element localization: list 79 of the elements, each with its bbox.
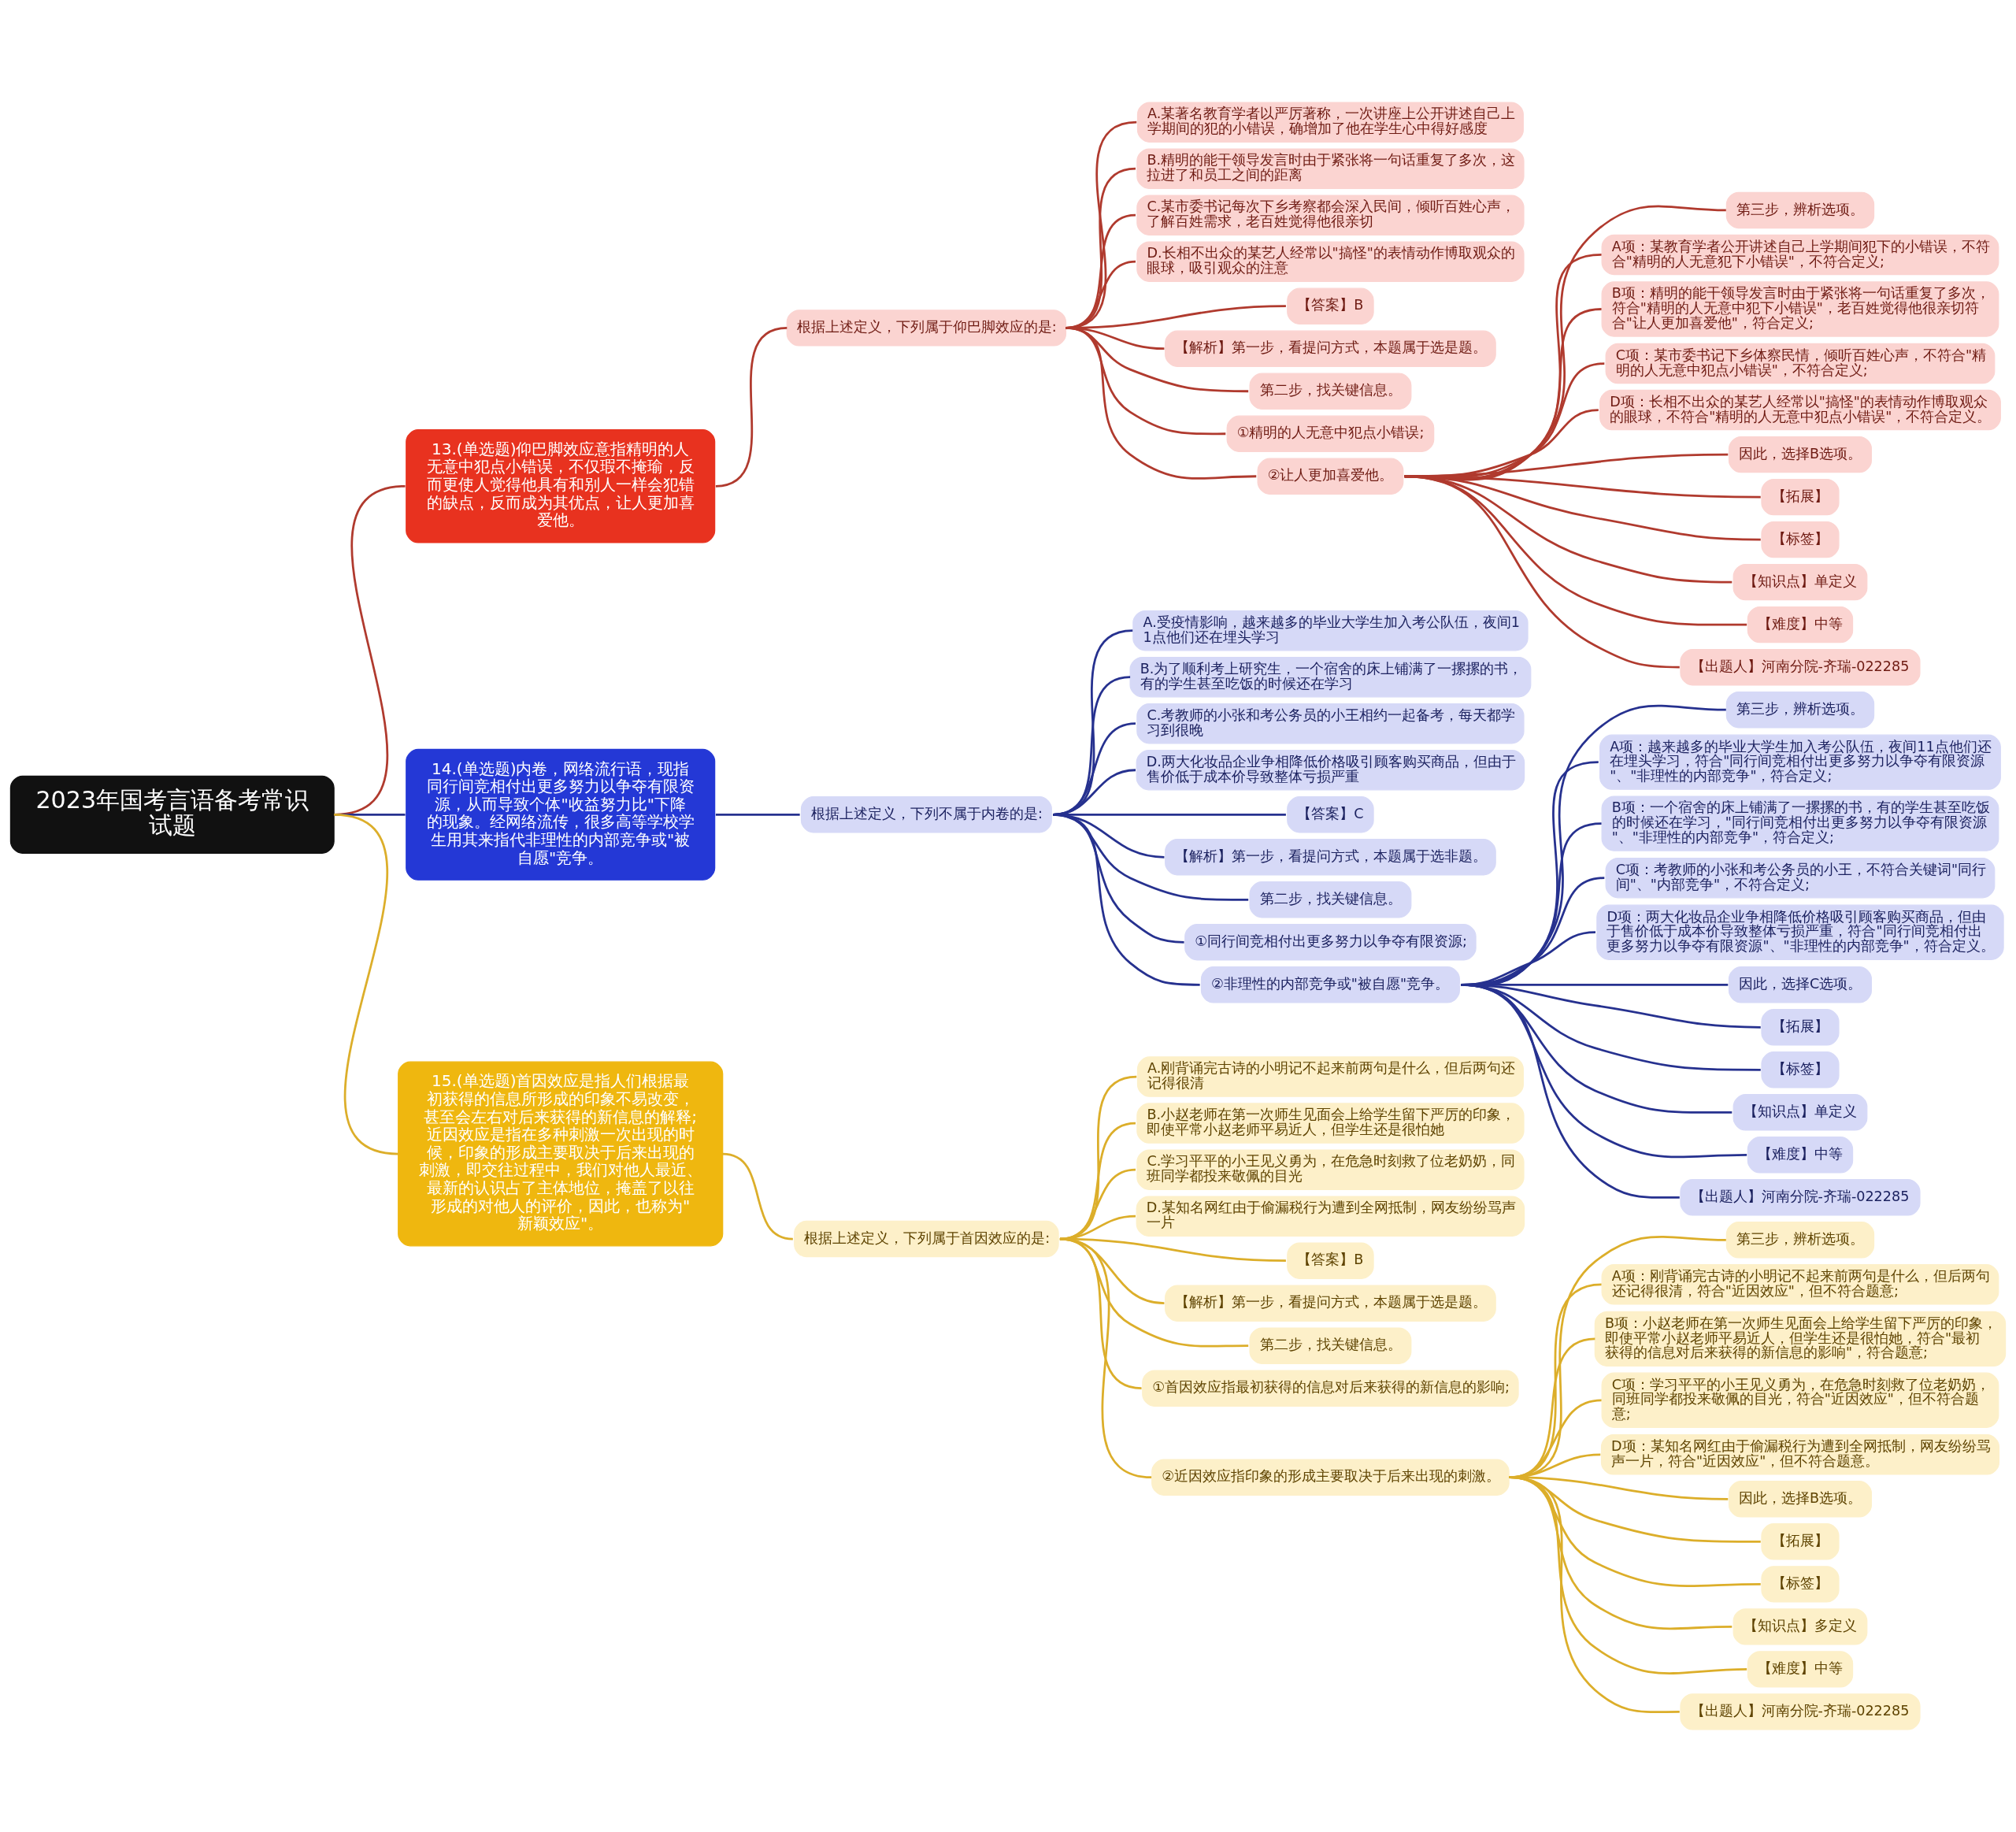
connector bbox=[1065, 327, 1257, 480]
node-box: C项：某市委书记下乡体察民情，倾听百姓心声，不符合"精明的人无意中犯点小错误"，不符合定义; bbox=[1605, 343, 1996, 384]
node-box: 【标签】 bbox=[1761, 1051, 1840, 1088]
node-box: 13.(单选题)仰巴脚效应意指精明的人无意中犯点小错误，不仅瑕不掩瑜，反而更使人觉得他具有和别人一样会犯错的缺点，反而成为其优点，让人更加喜爱他。 bbox=[406, 429, 716, 543]
node-box: ②近因效应指印象的形成主要取决于后来出现的刺激。 bbox=[1151, 1459, 1510, 1496]
node-box: B项：一个宿舍的床上铺满了一摞摞的书，有的学生甚至吃饭的时候还在学习，"同行间竞相付出更多努力以争夺有限资源"、"非理性的内部竞争"，符合定义; bbox=[1601, 795, 1999, 851]
node-box: 【拓展】 bbox=[1761, 1523, 1840, 1560]
node-box: ①首因效应指最初获得的信息对后来获得的新信息的影响; bbox=[1142, 1370, 1519, 1407]
node-box: 14.(单选题)内卷，网络流行语，现指同行间竞相付出更多努力以争夺有限资源，从而导致个体"收益努力比"下降的现象。经网络流传，很多高等学校学生用其来指代非理性的内部竞争或"被自愿"竞争。 bbox=[406, 748, 716, 881]
connector bbox=[722, 1152, 794, 1240]
node-box: D项：长相不出众的某艺人经常以"搞怪"的表情动作博取观众的眼球，不符合"精明的人无意中犯点小错误"，不符合定义。 bbox=[1599, 389, 2001, 431]
node-box: D.长相不出众的某艺人经常以"搞怪"的表情动作博取观众的眼球，吸引观众的注意 bbox=[1136, 241, 1525, 282]
node-box: 【答案】B bbox=[1287, 287, 1374, 324]
node-box: 第三步，辨析选项。 bbox=[1725, 191, 1875, 229]
node-box: 【解析】第一步，看提问方式，本题属于选是题。 bbox=[1165, 330, 1496, 367]
node-box: 第三步，辨析选项。 bbox=[1725, 691, 1875, 729]
node-box: 根据上述定义，下列不属于内卷的是: bbox=[800, 796, 1052, 833]
node-box: 第二步，找关键信息。 bbox=[1249, 373, 1412, 410]
node-box: 第三步，辨析选项。 bbox=[1725, 1222, 1875, 1259]
node-box: 【出题人】河南分院-齐瑞-022285 bbox=[1680, 648, 1921, 686]
node-box: B.小赵老师在第一次师生见面会上给学生留下严厉的印象，即使平常小赵老师平易近人，但学生还是很怕她 bbox=[1136, 1103, 1525, 1144]
node-box: 【解析】第一步，看提问方式，本题属于选是题。 bbox=[1165, 1285, 1496, 1322]
node-box: 因此，选择C选项。 bbox=[1728, 966, 1873, 1003]
node-box: A项：越来越多的毕业大学生加入考公队伍，夜间11点他们还在埋头学习，符合"同行间竞相付出更多努力以争夺有限资源"、"非理性的内部竞争"，符合定义; bbox=[1599, 734, 2001, 790]
node-box: 【解析】第一步，看提问方式，本题属于选非题。 bbox=[1165, 839, 1496, 876]
node-box: 【拓展】 bbox=[1761, 478, 1840, 516]
node-box: 第二步，找关键信息。 bbox=[1249, 881, 1412, 918]
node-box: C.学习平平的小王见义勇为，在危急时刻救了位老奶奶，同班同学都投来敬佩的目光 bbox=[1136, 1149, 1525, 1190]
node-box: 【知识点】单定义 bbox=[1732, 1094, 1868, 1131]
node-box: C项：学习平平的小王见义勇为，在危急时刻救了位老奶奶，同班同学都投来敬佩的目光，符合"近因效应"，但不符合题意; bbox=[1601, 1372, 1999, 1428]
node-box: A项：某教育学者公开讲述自己上学期间犯下的小错误，不符合"精明的人无意犯下小错误"，不符合定义; bbox=[1601, 234, 1999, 276]
node-box: C.考教师的小张和考公务员的小王相约一起备考，每天都学习到很晚 bbox=[1136, 703, 1525, 744]
node-box: ②非理性的内部竞争或"被自愿"竞争。 bbox=[1200, 966, 1460, 1003]
node-box: A.受疫情影响，越来越多的毕业大学生加入考公队伍，夜间11点他们还在埋头学习 bbox=[1132, 610, 1529, 651]
node-box: A项：刚背诵完古诗的小明记不起来前两句是什么，但后两句还记得很清，符合"近因效应"，但不符合题意; bbox=[1601, 1264, 1999, 1305]
connector bbox=[1052, 813, 1200, 986]
connector bbox=[1509, 1476, 1680, 1713]
node-box: 【难度】中等 bbox=[1747, 606, 1854, 643]
connector bbox=[715, 327, 788, 488]
node-box: B项：小赵老师在第一次师生见面会上给学生留下严厉的印象，即使平常小赵老师平易近人，但学生还是很怕她，符合"最初获得的信息对后来获得的新信息的影响"，符合题意; bbox=[1594, 1311, 2007, 1367]
node-box: 第二步，找关键信息。 bbox=[1249, 1327, 1412, 1364]
node-box: D项：两大化妆品企业争相降低价格吸引顾客购买商品，但由于售价低于成本价导致整体亏损严重，符合"同行间竞相付出更多努力以争夺有限资源"、"非理性的内部竞争"，符合定义。 bbox=[1596, 904, 2004, 960]
connector bbox=[1059, 1237, 1152, 1479]
node-box: B项：精明的能干领导发言时由于紧张将一句话重复了多次，符合"精明的人无意中犯下小错误"，老百姓觉得他很亲切符合"让人更加喜爱他"，符合定义; bbox=[1601, 281, 1999, 337]
node-box: 15.(单选题)首因效应是指人们根据最初获得的信息所形成的印象不易改变，甚至会左右对后来获得的新信息的解释;近因效应是指在多种刺激一次出现的时候，印象的形成主要取决于后来出现的刺激，即交往过程中，我们对他人最近、最新的认识占了主体地位，掩盖了以往形成的对他人的评价，因此，也称为"新颖效应"。 bbox=[398, 1061, 724, 1247]
node-box: 【标签】 bbox=[1761, 521, 1840, 558]
node-box: 因此，选择B选项。 bbox=[1728, 436, 1873, 473]
node-box: 【难度】中等 bbox=[1747, 1651, 1854, 1688]
node-box: ②让人更加喜爱他。 bbox=[1257, 458, 1404, 495]
connector bbox=[1059, 1075, 1137, 1240]
node-box: 根据上述定义，下列属于首因效应的是: bbox=[794, 1220, 1059, 1258]
node-box: 【答案】B bbox=[1287, 1242, 1374, 1279]
node-box: 【出题人】河南分院-齐瑞-022285 bbox=[1680, 1693, 1921, 1730]
node-box: 【拓展】 bbox=[1761, 1009, 1840, 1046]
node-box: 【答案】C bbox=[1287, 796, 1374, 833]
connector bbox=[1404, 475, 1680, 669]
node-box: 2023年国考言语备考常识试题 bbox=[9, 775, 335, 854]
node-box: B.为了顺利考上研究生，一个宿舍的床上铺满了一摞摞的书，有的学生甚至吃饭的时候还在学习 bbox=[1129, 656, 1532, 698]
connector bbox=[1461, 983, 1680, 1199]
node-box: 【知识点】单定义 bbox=[1732, 563, 1868, 601]
node-box: C.某市委书记每次下乡考察都会深入民间，倾听百姓心声，了解百姓需求，老百姓觉得他很亲切 bbox=[1136, 195, 1525, 235]
node-box: 【难度】中等 bbox=[1747, 1137, 1854, 1174]
node-box: D.某知名网红由于偷漏税行为遭到全网抵制，网友纷纷骂声一片 bbox=[1136, 1196, 1525, 1237]
node-box: 【出题人】河南分院-齐瑞-022285 bbox=[1680, 1179, 1921, 1216]
node-box: 因此，选择B选项。 bbox=[1728, 1481, 1873, 1518]
connector bbox=[715, 813, 800, 816]
node-box: 【知识点】多定义 bbox=[1732, 1608, 1868, 1645]
connector bbox=[1059, 1237, 1142, 1390]
node-box: C项：考教师的小张和考公务员的小王，不符合关键词"同行间"、"内部竞争"，不符合定义; bbox=[1605, 857, 1996, 899]
node-box: 根据上述定义，下列属于仰巴脚效应的是: bbox=[786, 310, 1067, 347]
node-box: 【标签】 bbox=[1761, 1566, 1840, 1603]
connector bbox=[333, 813, 399, 1155]
node-box: D项：某知名网红由于偷漏税行为遭到全网抵制，网友纷纷骂声一片，符合"近因效应"，但不符合题意。 bbox=[1600, 1434, 2000, 1475]
node-box: B.精明的能干领导发言时由于紧张将一句话重复了多次，这拉进了和员工之间的距离 bbox=[1136, 148, 1525, 189]
node-box: A.某著名教育学者以严厉著称，一次讲座上公开讲述自己上学期间的犯的小错误，确增加了他在学生心中得好感度 bbox=[1136, 102, 1524, 143]
node-box: A.刚背诵完古诗的小明记不起来前两句是什么，但后两句还记得很清 bbox=[1136, 1056, 1524, 1097]
node-box: D.两大化妆品企业争相降低价格吸引顾客购买商品，但由于售价低于成本价导致整体亏损严重 bbox=[1136, 750, 1525, 791]
node-box: ①精明的人无意中犯点小错误; bbox=[1226, 415, 1435, 452]
node-box: ①同行间竞相付出更多努力以争夺有限资源; bbox=[1184, 924, 1477, 961]
